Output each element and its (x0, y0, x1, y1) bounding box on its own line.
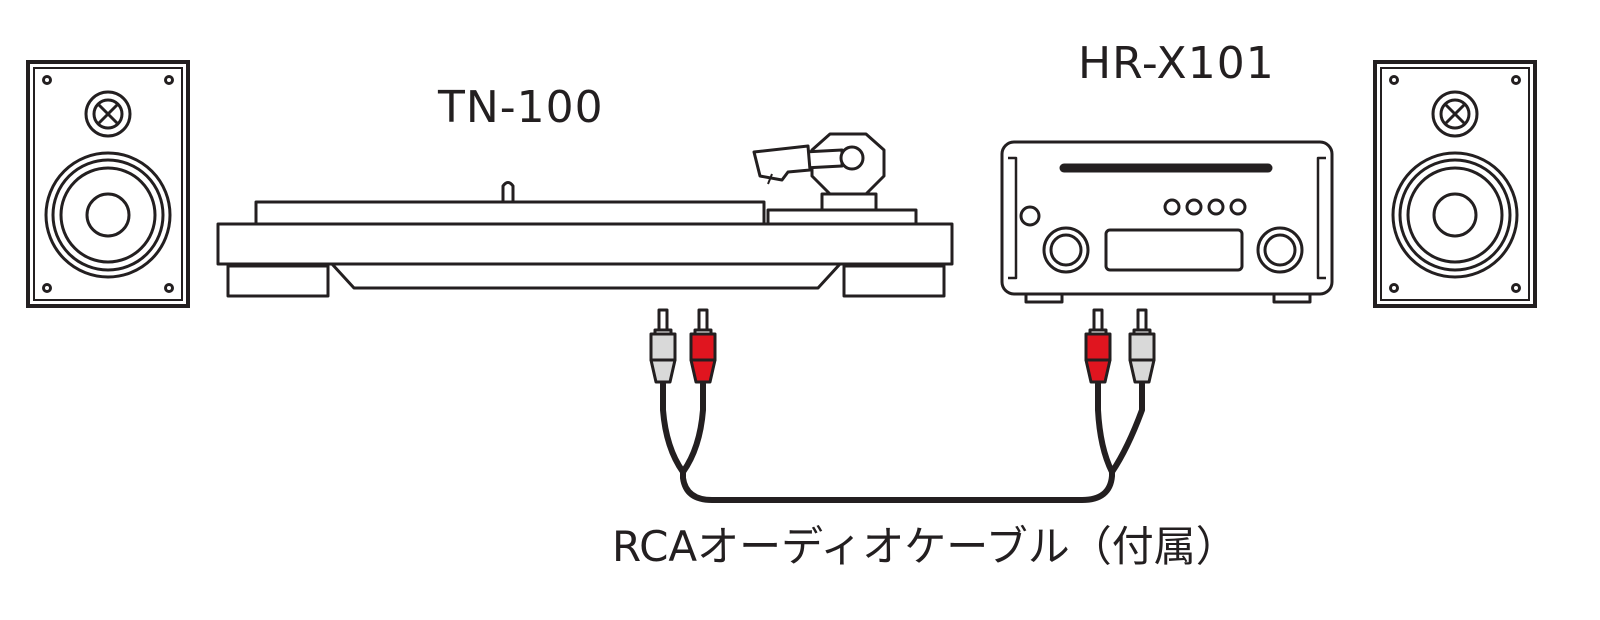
receiver-display (1104, 228, 1244, 272)
right-speaker-tweeter (1431, 90, 1479, 138)
left-speaker (26, 60, 190, 308)
receiver-label: HR-X101 (1078, 38, 1275, 89)
left-speaker-tweeter (84, 90, 132, 138)
cable-label: RCAオーディオケーブル（付属） (612, 522, 1238, 571)
receiver (1000, 140, 1334, 304)
rca-plug-red-right (1084, 308, 1112, 384)
turntable-foot-right (842, 264, 946, 298)
turntable-spindle (501, 181, 515, 204)
tonearm-base (766, 208, 918, 226)
turntable (216, 132, 954, 298)
receiver-button-1 (1163, 198, 1181, 216)
tonearm-counterweight (839, 145, 865, 171)
turntable-foot-left (226, 264, 330, 298)
receiver-power-button (1019, 205, 1041, 227)
turntable-plinth (216, 222, 954, 266)
receiver-button-2 (1185, 198, 1203, 216)
rca-plug-white-right (1128, 308, 1156, 384)
left-speaker-woofer (44, 151, 172, 279)
tonearm-pedestal (820, 192, 878, 212)
tonearm-headshell (752, 144, 812, 182)
receiver-knob-left (1042, 226, 1090, 274)
rca-plug-red-left (689, 308, 717, 384)
right-speaker (1373, 60, 1537, 308)
turntable-platter (254, 200, 766, 226)
receiver-button-3 (1207, 198, 1225, 216)
rca-cable (649, 308, 1156, 503)
receiver-knob-right (1256, 226, 1304, 274)
rca-plug-white-left (649, 308, 677, 384)
turntable-skirt (330, 262, 842, 290)
right-speaker-woofer (1391, 151, 1519, 279)
receiver-button-4 (1229, 198, 1247, 216)
turntable-label: TN-100 (438, 82, 604, 133)
